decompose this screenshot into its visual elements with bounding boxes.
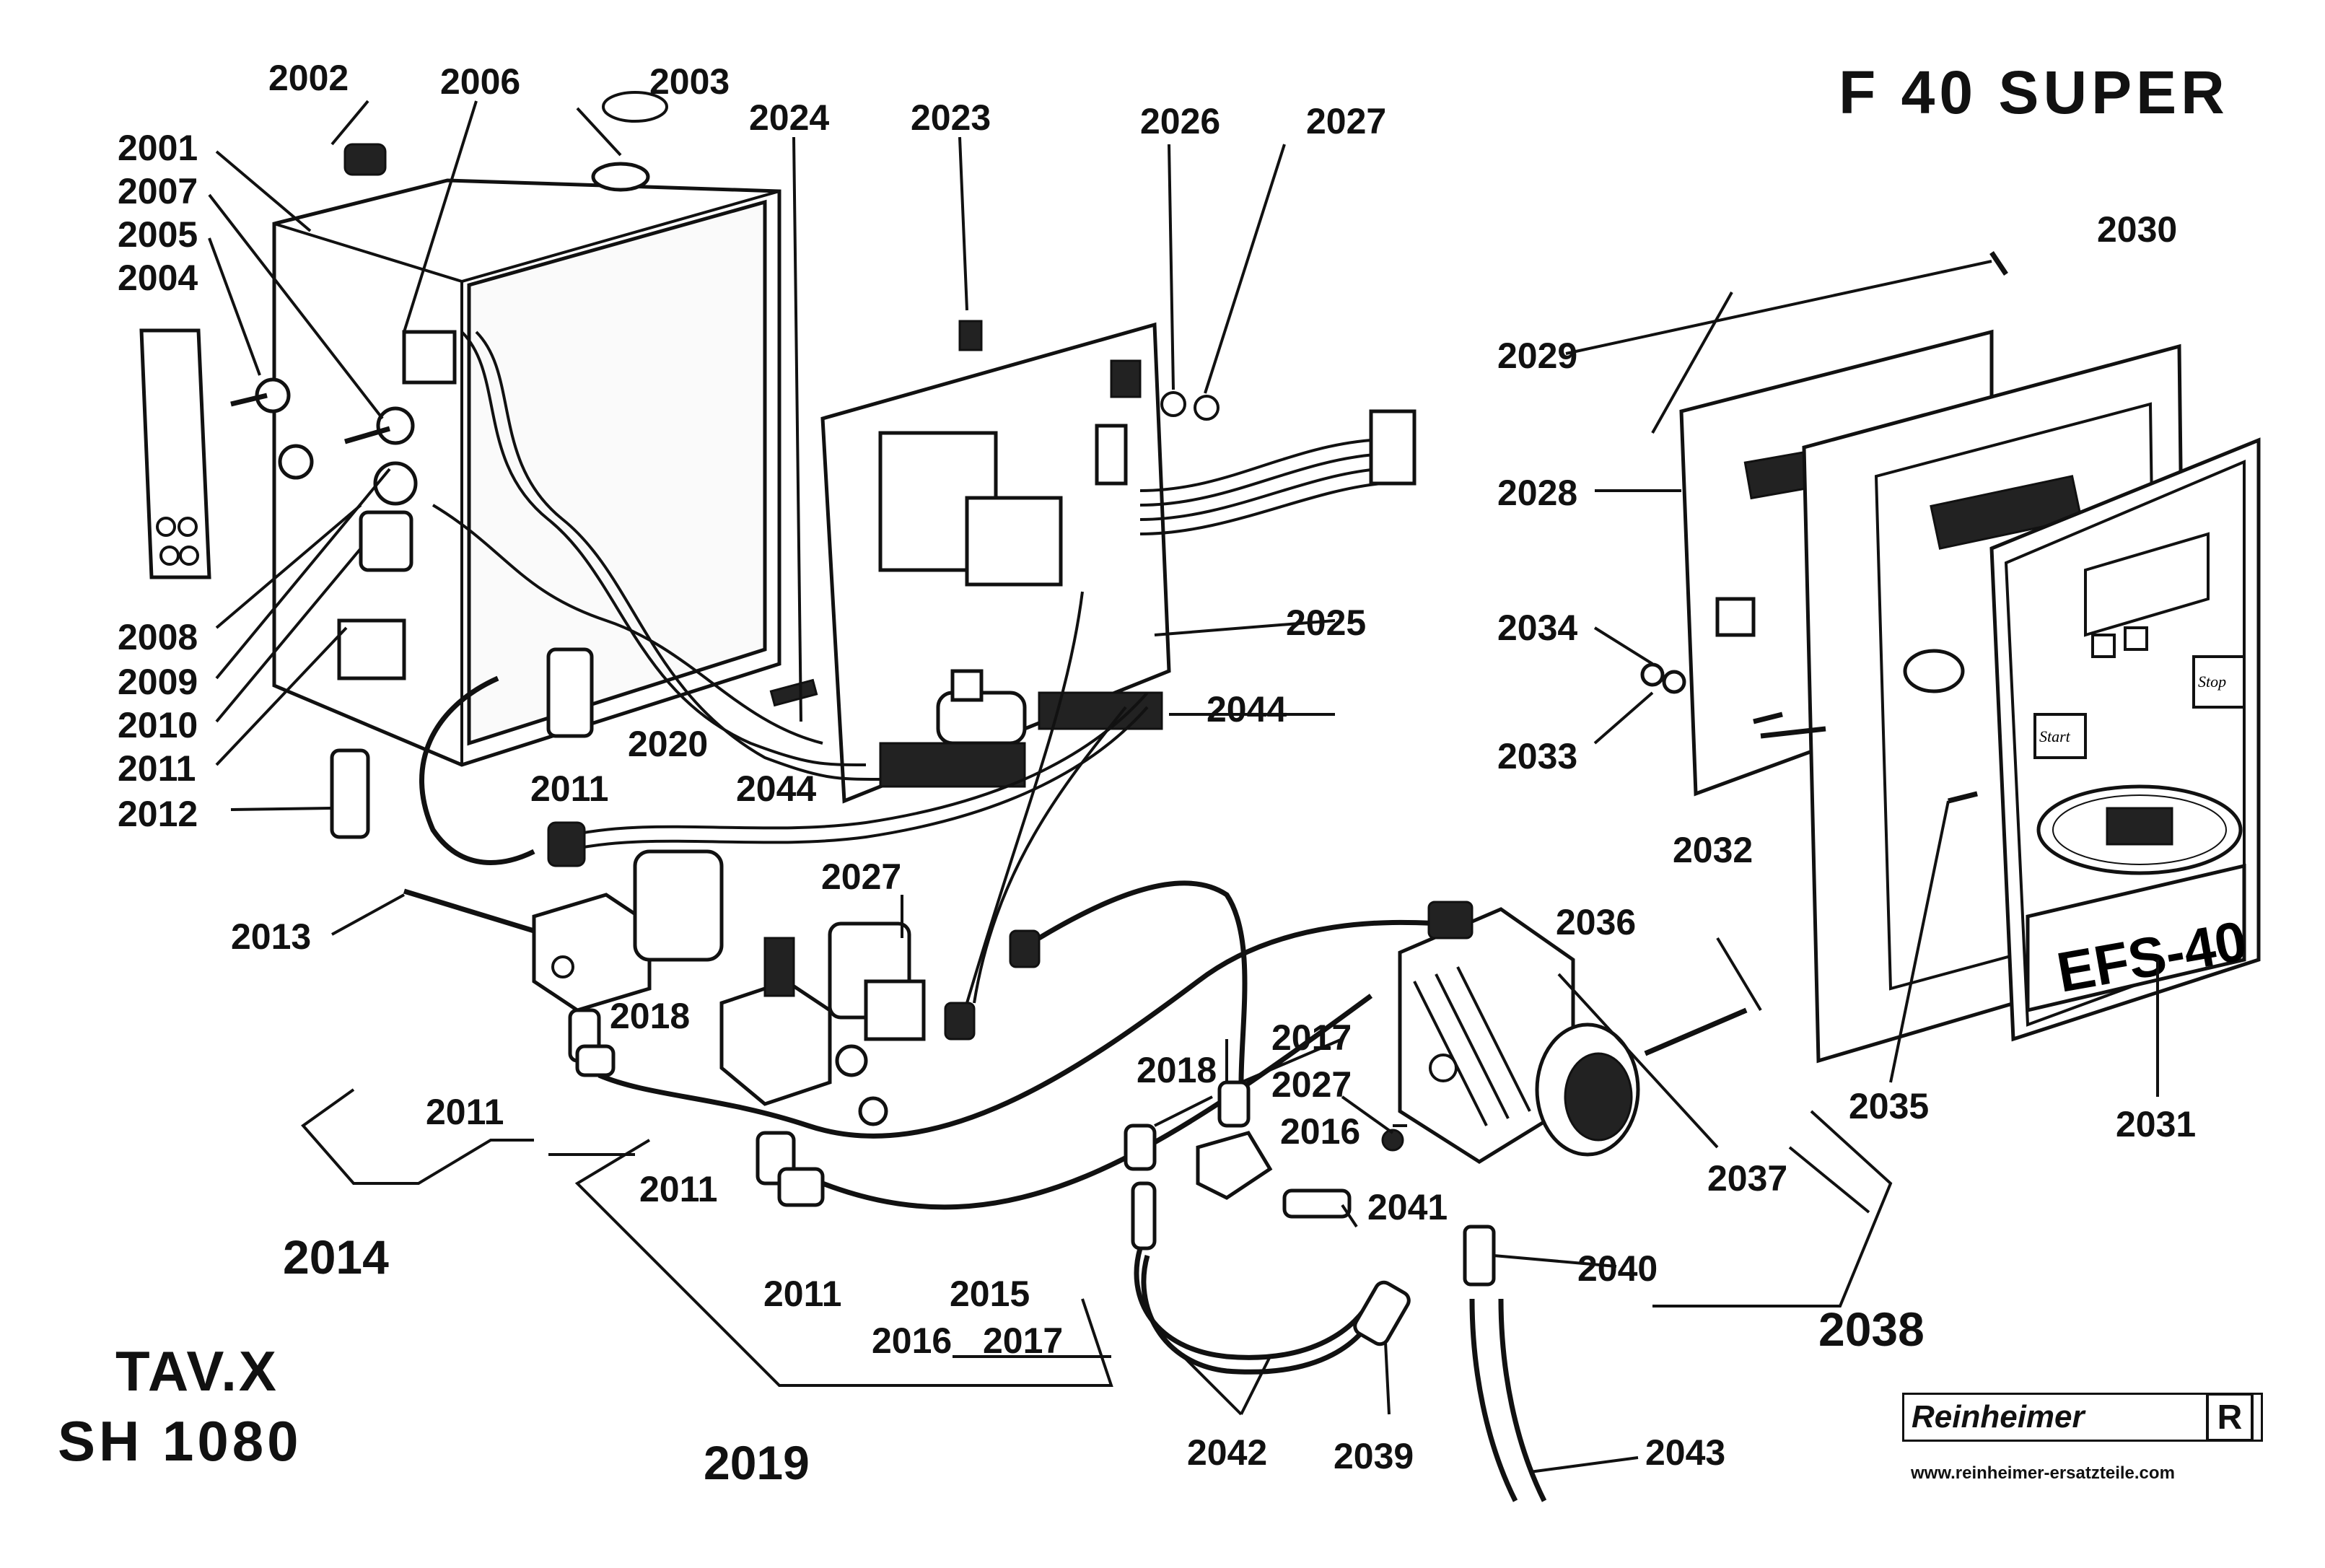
part-label: 2028 [1497, 473, 1577, 513]
standoff-2023-icon [958, 320, 983, 351]
start-label: Start [2039, 727, 2071, 745]
tubing [419, 675, 1444, 1210]
part-label: 2039 [1334, 1436, 1414, 1476]
cap-icon [602, 91, 668, 123]
valve-assembly-2014 [403, 821, 724, 1077]
part-label: 2008 [118, 617, 198, 657]
pump [1398, 901, 1748, 1164]
part-label: 2034 [1497, 608, 1577, 648]
part-label: 2027 [1271, 1064, 1352, 1105]
label-strip [139, 328, 211, 579]
leader-lines [208, 100, 2159, 1473]
part-label: 2003 [649, 61, 730, 102]
brand-url: www.reinheimer-ersatzteile.com [1911, 1463, 2175, 1483]
group-label: 2038 [1818, 1302, 1925, 1356]
part-label: 2005 [118, 214, 198, 255]
group-label: 2014 [283, 1230, 389, 1284]
part-label: 2042 [1187, 1432, 1267, 1473]
plug-icon [343, 143, 387, 176]
part-label: 2012 [118, 794, 198, 834]
part-label: 2011 [426, 1092, 504, 1132]
part-label: 2041 [1367, 1187, 1448, 1227]
lower-fittings [1124, 1080, 1547, 1502]
group-brackets [301, 1088, 1893, 1387]
part-label: 2010 [118, 705, 198, 745]
part-label: 2032 [1673, 830, 1753, 870]
part-label: 2002 [268, 58, 349, 98]
part-label: 2035 [1849, 1086, 1929, 1126]
part-label: 2029 [1497, 336, 1577, 376]
part-label: 2001 [118, 128, 198, 168]
part-label: 2018 [610, 996, 690, 1036]
stop-label: Stop [2198, 673, 2226, 691]
part-label: 2011 [763, 1274, 841, 1314]
part-label: 2024 [749, 97, 829, 138]
part-label: 2013 [231, 916, 311, 957]
control-panel: Stop Start EFS-40 [1565, 251, 2261, 1064]
table-code: TAV.X [115, 1339, 279, 1403]
part-label: 2011 [530, 768, 608, 809]
brand-name: Reinheimer [1912, 1399, 2085, 1435]
part-label: 2025 [1286, 603, 1366, 643]
part-label: 2037 [1707, 1158, 1787, 1199]
part-label: 2016 [1280, 1111, 1360, 1152]
part-label: 2023 [911, 97, 991, 138]
part-label: 2030 [2097, 209, 2177, 250]
model-title: F 40 SUPER [1839, 58, 2229, 126]
part-label: 2040 [1577, 1248, 1658, 1289]
part-label: 2036 [1556, 902, 1636, 942]
ribbon-cable [1139, 409, 1417, 535]
connector-2012-icon [330, 748, 370, 839]
part-label: 2017 [983, 1320, 1063, 1361]
part-label: 2031 [2116, 1104, 2196, 1144]
brand-logo-box: Reinheimer R [1902, 1393, 2263, 1442]
part-label: 2011 [118, 748, 196, 789]
part-label: 2018 [1137, 1050, 1217, 1090]
screws [1640, 662, 1978, 1056]
part-label: 2027 [821, 857, 901, 897]
part-label: 2017 [1271, 1017, 1352, 1058]
part-label: 2016 [872, 1320, 952, 1361]
part-label: 2004 [118, 258, 198, 298]
part-label: 2009 [118, 662, 198, 702]
part-label: 2033 [1497, 736, 1577, 776]
part-label: 2020 [628, 724, 708, 764]
part-label: 2027 [1306, 101, 1386, 141]
sheet-code: SH 1080 [58, 1409, 302, 1473]
part-label: 2044 [1207, 689, 1287, 730]
circuit-board [769, 320, 1220, 804]
part-label: 2043 [1645, 1432, 1725, 1473]
part-label: 2007 [118, 171, 198, 211]
part-label: 2015 [950, 1274, 1030, 1314]
part-label: 2011 [639, 1169, 717, 1209]
part-callouts: 2002 2006 2003 2024 2023 2026 2027 2001 … [118, 58, 2196, 1489]
wire-harness [432, 330, 1149, 1004]
brand-shield-icon: R [2206, 1393, 2254, 1442]
part-label: 2044 [736, 768, 816, 809]
valve-assembly-2019 [719, 921, 1041, 1207]
part-label: 2026 [1140, 101, 1220, 141]
group-label: 2019 [704, 1436, 810, 1489]
fitting-2020-icon [546, 647, 594, 738]
part-label: 2006 [440, 61, 520, 102]
